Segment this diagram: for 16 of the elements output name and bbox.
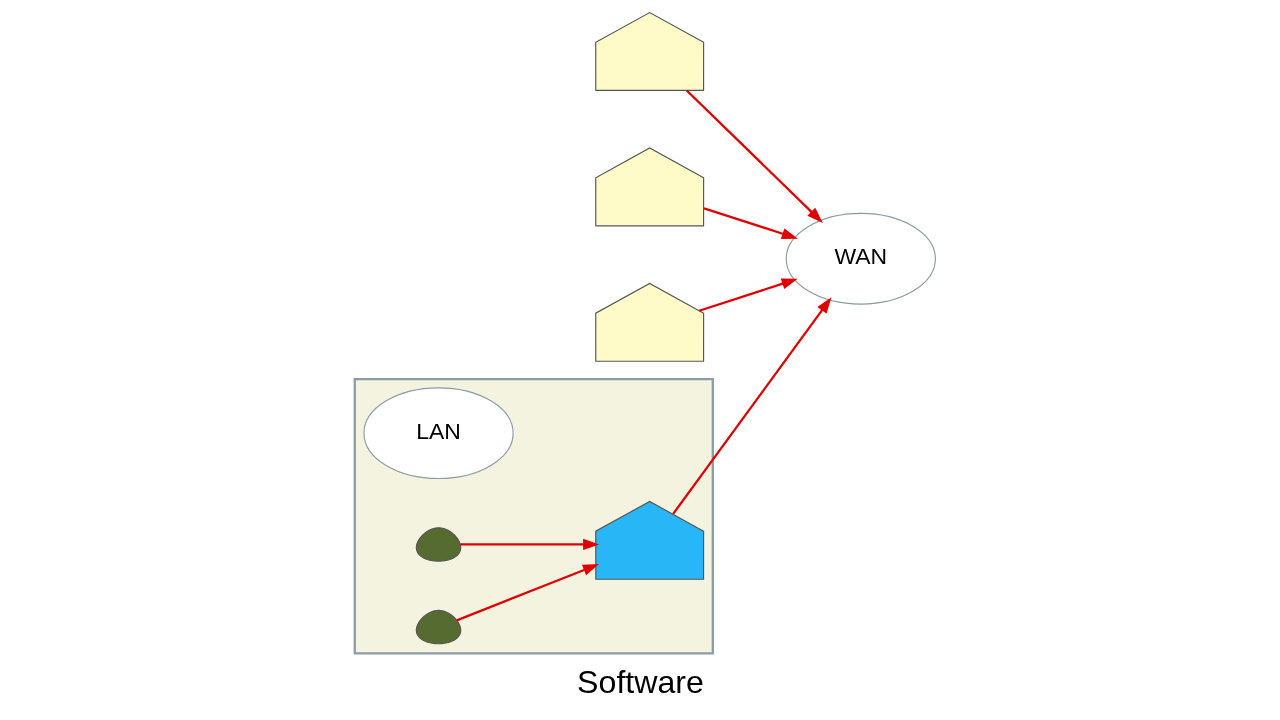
node-ellipse: WAN [785,212,936,305]
arrow [698,278,798,312]
cluster [353,378,714,655]
node-picture [594,282,704,362]
diagram-title: Software [576,663,704,700]
node-picture [594,500,704,580]
arrow [671,297,831,515]
node-person [415,609,461,645]
node-person [415,527,461,562]
node-picture [594,147,704,227]
node-ellipse: LAN [362,387,514,480]
arrow [460,538,599,551]
arrow [455,564,599,622]
node-picture [594,11,704,91]
arrow [703,207,798,240]
arrow [685,89,823,223]
